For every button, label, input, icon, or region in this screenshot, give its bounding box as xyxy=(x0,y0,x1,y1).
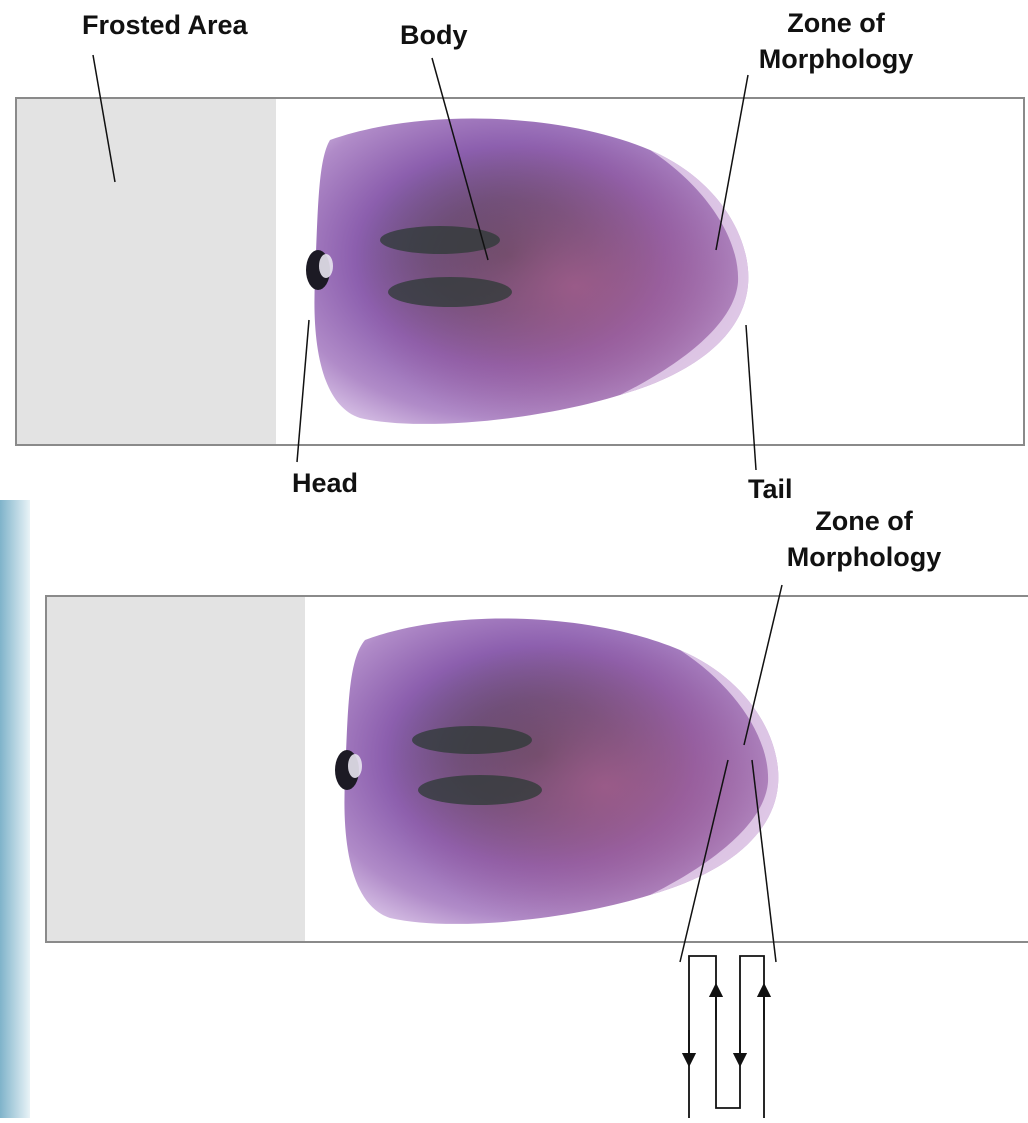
head-label: Head xyxy=(292,468,358,498)
top-zone-label-line1: Zone of xyxy=(787,8,885,38)
top-frosted-area xyxy=(17,99,276,444)
tail-label: Tail xyxy=(748,474,793,504)
top-zone-label-line2: Morphology xyxy=(759,44,913,74)
bottom-zone-label-line2: Morphology xyxy=(787,542,941,572)
frosted-area-label: Frosted Area xyxy=(82,10,249,40)
scan-pattern xyxy=(689,956,764,1118)
bottom-frosted-area xyxy=(47,597,305,941)
backdrop-strip xyxy=(0,500,30,1118)
body-label: Body xyxy=(400,20,468,50)
top-slide xyxy=(16,55,1024,470)
bottom-zone-label-line1: Zone of xyxy=(815,506,913,536)
bottom-slide xyxy=(46,585,1028,962)
scan-path xyxy=(689,956,764,1118)
